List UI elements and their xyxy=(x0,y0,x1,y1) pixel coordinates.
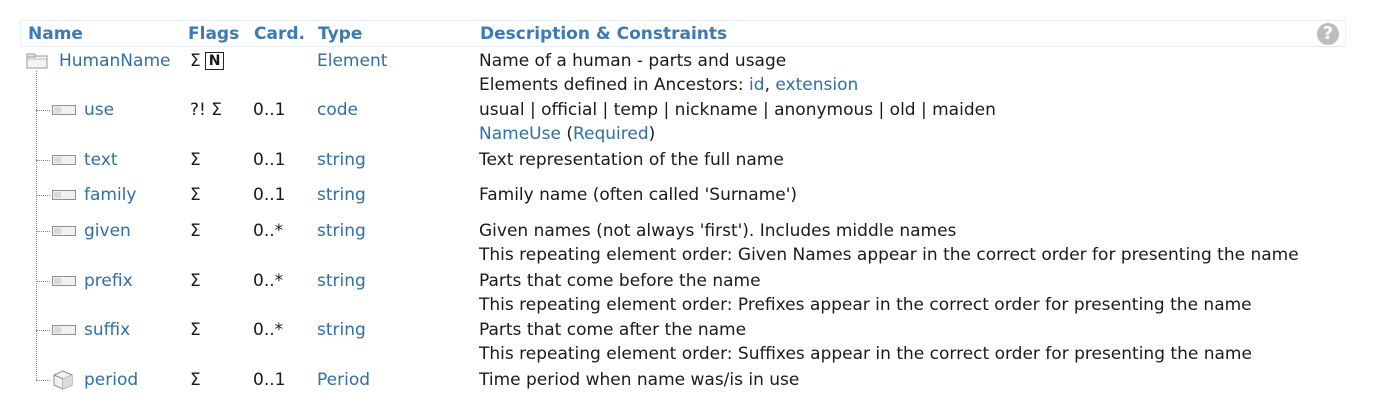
cardinality: 0..* xyxy=(253,271,284,291)
description: Time period when name was/is in use xyxy=(479,370,800,390)
tree-branch xyxy=(36,231,50,232)
cardinality: 0..1 xyxy=(253,370,286,390)
primitive-type-icon xyxy=(52,226,76,236)
help-icon[interactable]: ? xyxy=(1317,23,1339,45)
folder-icon xyxy=(26,53,48,69)
binding-strength-link[interactable]: Required xyxy=(572,124,649,144)
binding-open: ( xyxy=(560,124,573,144)
cardinality: 0..1 xyxy=(253,150,286,170)
primitive-type-icon xyxy=(52,325,76,335)
description: Family name (often called 'Surname') xyxy=(479,185,798,205)
header-description: Description & Constraints xyxy=(480,24,728,44)
ancestor-separator: , xyxy=(764,75,776,95)
type-link[interactable]: Element xyxy=(317,51,388,71)
type-link[interactable]: string xyxy=(317,185,366,205)
datatype-cube-icon xyxy=(53,370,73,390)
cardinality: 0..1 xyxy=(253,100,286,120)
type-link[interactable]: string xyxy=(317,221,366,241)
valueset-link[interactable]: NameUse xyxy=(479,124,561,144)
header-name: Name xyxy=(28,24,83,44)
type-link[interactable]: string xyxy=(317,150,366,170)
cardinality: 0..1 xyxy=(253,185,286,205)
order-note: This repeating element order: Prefixes a… xyxy=(479,295,1252,315)
cardinality: 0..* xyxy=(253,221,284,241)
type-link[interactable]: code xyxy=(317,100,358,120)
ancestor-id-link[interactable]: id xyxy=(749,75,765,95)
header-card: Card. xyxy=(254,24,305,44)
element-name[interactable]: text xyxy=(84,150,118,170)
ancestors-prefix: Elements defined in Ancestors: xyxy=(479,75,750,95)
type-link[interactable]: Period xyxy=(317,370,371,390)
element-name[interactable]: suffix xyxy=(84,320,131,340)
description: Parts that come before the name xyxy=(479,271,761,291)
element-name[interactable]: use xyxy=(84,100,115,120)
flags: ?! Σ xyxy=(190,100,222,120)
tree-branch xyxy=(36,281,50,282)
element-name[interactable]: period xyxy=(84,370,139,390)
ancestors-line: Elements defined in Ancestors: id, exten… xyxy=(479,73,858,97)
type-link[interactable]: string xyxy=(317,271,366,291)
header-type: Type xyxy=(318,24,363,44)
tree-branch xyxy=(36,380,50,381)
element-name[interactable]: family xyxy=(84,185,137,205)
description: Text representation of the full name xyxy=(479,150,784,170)
tree-branch xyxy=(36,110,50,111)
primitive-type-icon xyxy=(52,190,76,200)
description: Parts that come after the name xyxy=(479,320,747,340)
flags: Σ xyxy=(190,271,201,291)
primitive-type-icon xyxy=(52,105,76,115)
description: Name of a human - parts and usage xyxy=(479,51,787,71)
order-note: This repeating element order: Suffixes a… xyxy=(479,344,1252,364)
binding-line: NameUse (Required) xyxy=(479,122,655,146)
description: Given names (not always 'first'). Includ… xyxy=(479,221,957,241)
flags: Σ xyxy=(190,150,201,170)
flags: Σ xyxy=(190,221,201,241)
cardinality: 0..* xyxy=(253,320,284,340)
header-flags: Flags xyxy=(188,24,240,44)
description: usual | official | temp | nickname | ano… xyxy=(479,100,996,120)
element-name-humanname[interactable]: HumanName xyxy=(59,51,171,71)
tree-branch xyxy=(36,160,50,161)
binding-close: ) xyxy=(648,124,656,144)
summary-flag: Σ xyxy=(190,51,201,71)
element-name[interactable]: given xyxy=(84,221,131,241)
tree-vertical-line xyxy=(36,71,37,380)
type-link[interactable]: string xyxy=(317,320,366,340)
order-note: This repeating element order: Given Name… xyxy=(479,245,1299,265)
normative-flag-badge: N xyxy=(204,52,225,70)
primitive-type-icon xyxy=(52,155,76,165)
tree-branch xyxy=(36,330,50,331)
element-name[interactable]: prefix xyxy=(84,271,133,291)
ancestor-extension-link[interactable]: extension xyxy=(775,75,859,95)
tree-branch xyxy=(36,195,50,196)
primitive-type-icon xyxy=(52,276,76,286)
flags: Σ xyxy=(190,370,201,390)
flags: Σ xyxy=(190,185,201,205)
flags: Σ xyxy=(190,320,201,340)
table-header: Name Flags Card. Type Description & Cons… xyxy=(20,20,1346,47)
